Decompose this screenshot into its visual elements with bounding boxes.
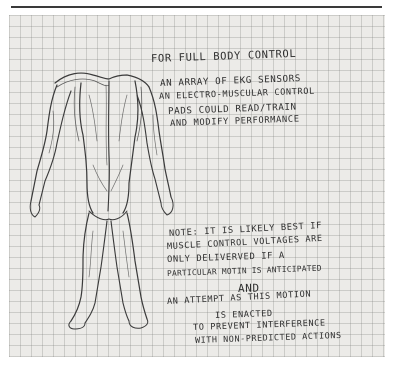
top-rule xyxy=(11,6,382,8)
body-sketch xyxy=(9,15,385,357)
note-line-7: IS ENACTED xyxy=(215,309,273,321)
graph-paper-sheet: FOR FULL BODY CONTROL AN ARRAY OF EKG SE… xyxy=(9,15,385,357)
